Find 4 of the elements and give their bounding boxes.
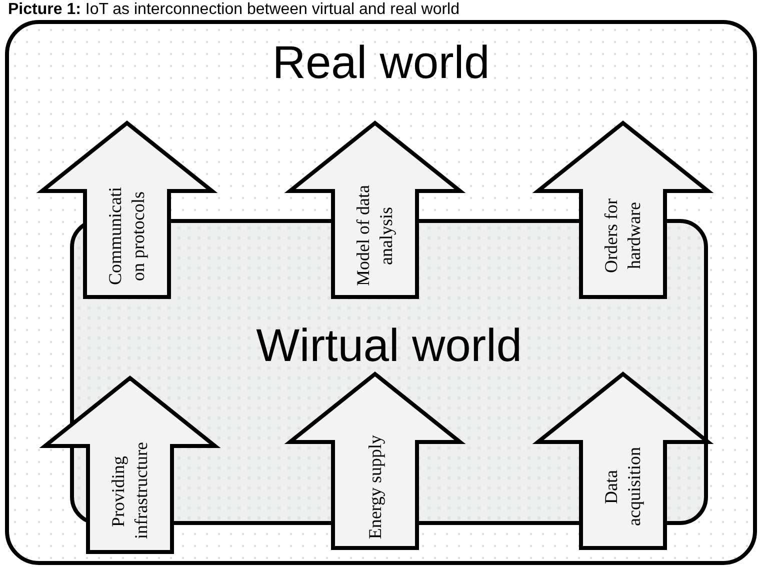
panel-title: Real world	[272, 36, 490, 88]
figure-title: Picture 1: IoT as interconnection between virtual and real world	[8, 0, 460, 19]
panel-title: Wirtual world	[256, 319, 522, 371]
rounded-panel	[5, 20, 757, 565]
